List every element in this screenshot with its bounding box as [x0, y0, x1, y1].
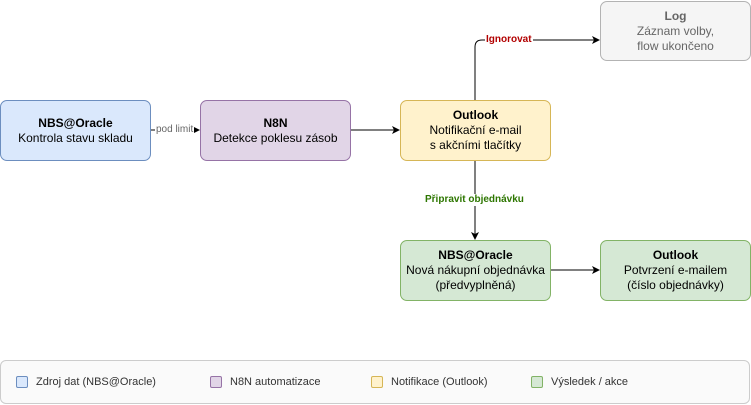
node-title: Outlook — [652, 248, 699, 262]
node-text: Potvrzení e-mailem — [623, 263, 728, 277]
node-text: Detekce poklesu zásob — [213, 130, 338, 145]
node-title: NBS@Oracle — [38, 115, 113, 130]
legend-item-n8n: N8N automatizace — [210, 376, 321, 388]
node-n8n[interactable]: N8N Detekce poklesu zásob — [200, 100, 351, 161]
legend-item-notification: Notifikace (Outlook) — [371, 376, 488, 388]
node-text: s akčními tlačítky — [429, 138, 522, 152]
node-text: Záznam volby, — [636, 23, 715, 38]
node-text: (předvyplněná) — [435, 278, 516, 292]
legend: Zdroj dat (NBS@Oracle) N8N automatizace … — [0, 360, 750, 404]
edge-label-pod-limit: pod limit — [155, 124, 195, 136]
node-text: Kontrola stavu skladu — [18, 130, 133, 145]
legend-swatch-purple — [210, 376, 222, 388]
legend-swatch-yellow — [371, 376, 383, 388]
legend-label: Zdroj dat (NBS@Oracle) — [36, 376, 156, 388]
node-title: NBS@Oracle — [438, 248, 513, 262]
node-nbs-source[interactable]: NBS@Oracle Kontrola stavu skladu — [0, 100, 151, 161]
node-outlook-notification[interactable]: Outlook Notifikační e-mail s akčními tla… — [400, 100, 551, 161]
legend-label: Notifikace (Outlook) — [391, 376, 488, 388]
legend-item-result: Výsledek / akce — [531, 376, 628, 388]
node-title: N8N — [263, 115, 288, 130]
legend-item-source: Zdroj dat (NBS@Oracle) — [16, 376, 156, 388]
node-log[interactable]: Log Záznam volby, flow ukončeno — [600, 1, 751, 61]
node-text: Nová nákupní objednávka — [406, 263, 545, 277]
legend-swatch-green — [531, 376, 543, 388]
node-title: Outlook — [452, 108, 499, 122]
legend-label: Výsledek / akce — [551, 376, 629, 388]
node-outlook-confirmation[interactable]: Outlook Potvrzení e-mailem (číslo objedn… — [600, 240, 751, 301]
legend-label: N8N automatizace — [230, 376, 321, 388]
node-title: Log — [664, 8, 687, 23]
legend-swatch-blue — [16, 376, 28, 388]
node-text: Notifikační e-mail — [429, 123, 522, 137]
node-text: (číslo objednávky) — [627, 278, 724, 292]
node-nbs-order[interactable]: NBS@Oracle Nová nákupní objednávka (před… — [400, 240, 551, 301]
node-text: flow ukončeno — [637, 38, 714, 53]
edge-outlook-to-log — [474, 36, 600, 100]
edge-label-pripravit-objednavku: Připravit objednávku — [424, 194, 525, 206]
edge-label-ignorovat: Ignorovat — [485, 34, 533, 46]
